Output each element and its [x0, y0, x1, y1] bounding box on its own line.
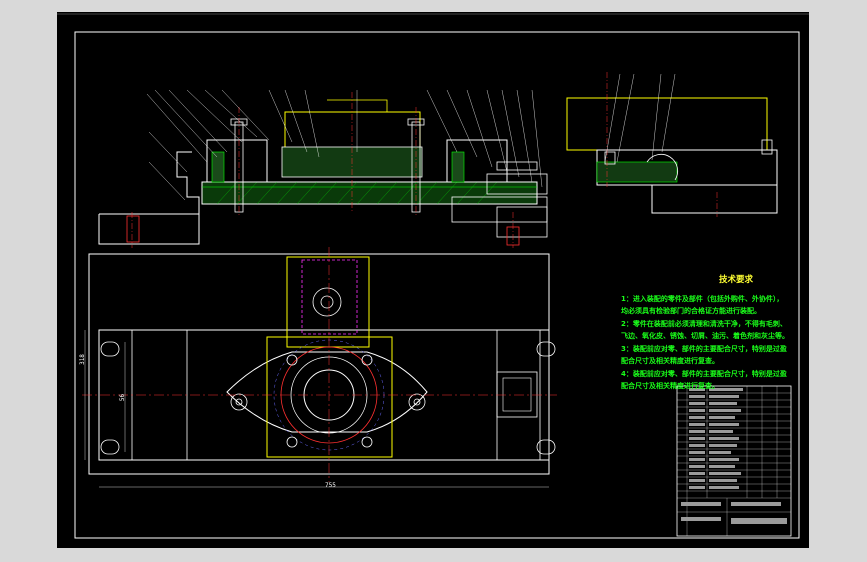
assembly-drawing [57, 12, 809, 548]
technical-requirements: 技术要求 1：进入装配的零件及部件（包括外购件、外协件）， 均必须具有检验部门的… [621, 274, 851, 393]
tech-line: 1：进入装配的零件及部件（包括外购件、外协件）， [621, 294, 784, 303]
plan-view [82, 247, 557, 488]
tech-line: 飞边、氧化皮、锈蚀、切屑、油污、着色剂和灰尘等。 [621, 332, 789, 340]
dimension-total-length: 755 [325, 482, 336, 489]
tech-line: 配合尺寸及相关精度进行复查。 [621, 357, 719, 365]
main-clamp-body [266, 336, 393, 458]
title-block[interactable] [676, 385, 792, 537]
base-plate [201, 181, 538, 205]
tech-line: 4：装配前应对零、部件的主要配合尺寸，特别是过盈 [621, 369, 787, 378]
front-section-view [98, 89, 548, 248]
drawing-frame [74, 31, 800, 539]
drawing-canvas[interactable]: 755 318 56 技术要求 1：进入装配的零件及部件（包括外购件、外协件），… [57, 12, 809, 548]
tech-line: 3：装配前应对零、部件的主要配合尺寸，特别是过盈 [621, 344, 787, 353]
tech-requirements-title: 技术要求 [718, 275, 753, 285]
dimension-height-left: 318 [78, 354, 86, 365]
tech-line: 2：零件在装配前必须清理和清洗干净，不得有毛刺、 [621, 319, 787, 328]
tech-line: 配合尺寸及相关精度进行复查。 [621, 382, 719, 390]
dimension-height-inner: 56 [119, 393, 127, 402]
tech-line: 均必须具有检验部门的合格证方能进行装配。 [621, 307, 761, 315]
side-view [566, 72, 778, 217]
sheet-background [57, 12, 809, 548]
